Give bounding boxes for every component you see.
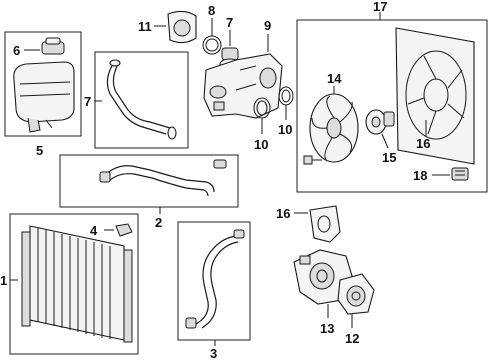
callout-10b: 10: [278, 122, 292, 137]
callout-12: 12: [345, 331, 359, 346]
callout-18: 18: [413, 168, 427, 183]
reservoir-cap: [41, 37, 65, 55]
callout-7: 7: [84, 94, 91, 109]
callout-4: 4: [90, 223, 98, 238]
thermostat-housing: [203, 53, 283, 119]
upper-hose-box: [94, 51, 189, 149]
fan-blade: [309, 93, 359, 163]
lower-hose-box: [59, 154, 239, 208]
callout-16a: 16: [416, 136, 430, 151]
fan-assembly-group: 17 14 15: [296, 0, 488, 193]
bypass-hose-group: 3: [177, 221, 251, 360]
radiator-group: 1 4: [0, 213, 139, 355]
callout-1: 1: [0, 273, 7, 288]
housing-gasket-b: [278, 86, 294, 106]
drain-plug: [115, 223, 133, 237]
callout-13: 13: [320, 321, 334, 336]
reservoir-box: [4, 31, 82, 137]
pump-housing: [293, 249, 353, 305]
fan-assembly-box: [296, 19, 488, 193]
callout-9: 9: [264, 18, 271, 33]
fan-motor: [365, 109, 395, 135]
callout-8: 8: [208, 3, 215, 18]
bypass-hose-box: [177, 221, 251, 341]
callout-5: 5: [36, 143, 43, 158]
callout-2: 2: [155, 215, 162, 230]
radiator-core: [21, 225, 133, 343]
water-outlet: [167, 10, 197, 44]
lower-hose-group: 2: [59, 154, 239, 230]
gasket: [202, 35, 222, 55]
radiator-box: [9, 213, 139, 355]
fan-bolt: [303, 155, 322, 165]
callout-14: 14: [327, 71, 342, 86]
callout-17: 17: [373, 0, 387, 14]
callout-3: 3: [210, 346, 217, 360]
coolant-reservoir-tank: [13, 61, 75, 133]
callout-10a: 10: [254, 137, 268, 152]
water-pump: [337, 273, 375, 315]
fan-shroud: [395, 27, 475, 165]
callout-16b: 16: [276, 206, 290, 221]
pump-gasket: [309, 205, 341, 243]
callout-15: 15: [382, 150, 396, 165]
fan-resistor: [451, 167, 469, 181]
upper-hose-group: 7: [84, 51, 189, 149]
water-pump-group: 16 13 12: [276, 205, 375, 346]
thermostat-housing-group: 11 8 7 9 10: [138, 3, 294, 152]
callout-7b: 7: [226, 15, 233, 30]
callout-11: 11: [138, 19, 152, 34]
reservoir-group: 6 5: [4, 31, 82, 158]
callout-6: 6: [13, 43, 20, 58]
